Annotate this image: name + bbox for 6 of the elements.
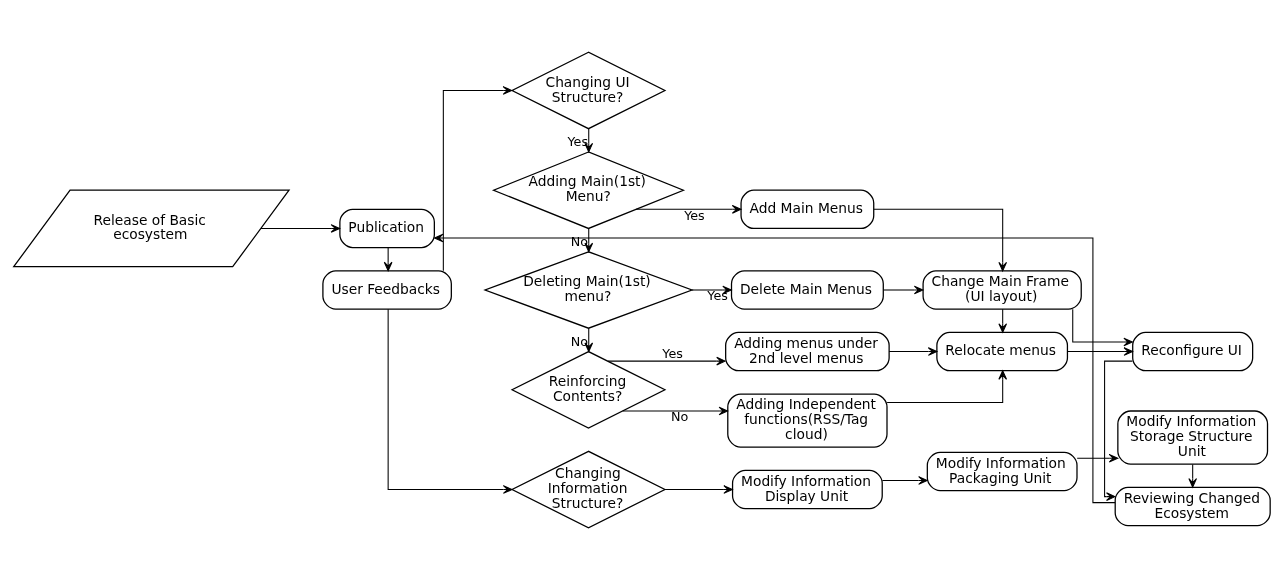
edge-label: No	[670, 409, 688, 425]
edge-label: No	[570, 234, 588, 250]
edge-label: Yes	[683, 207, 705, 223]
edge-label: Yes	[567, 134, 588, 150]
edge-label: Yes	[706, 288, 728, 304]
edge-label: No	[570, 333, 588, 349]
